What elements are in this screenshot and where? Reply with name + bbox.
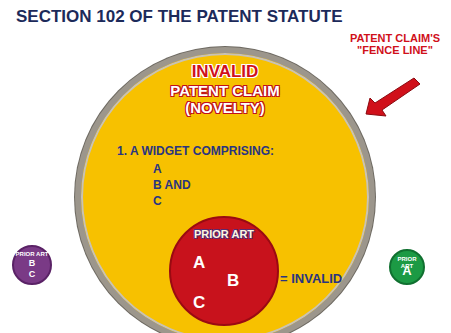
claim-element: C <box>153 195 213 208</box>
prior-art-element: A <box>391 264 423 278</box>
prior-art-heading: PRIOR ART <box>14 251 50 258</box>
claim-heading: PATENT CLAIM (NOVELTY) <box>160 83 290 116</box>
diagram-title: SECTION 102 OF THE PATENT STATUTE <box>16 8 346 27</box>
prior-art-element: C <box>14 270 50 280</box>
prior-art-element: A <box>193 254 213 273</box>
pointer-arrow <box>366 78 420 116</box>
prior-art-circle: PRIOR ARTBC <box>12 245 52 285</box>
prior-art-circle: PRIOR ART ABC <box>169 216 279 326</box>
claim-text: 1. A WIDGET COMPRISING: <box>117 145 317 158</box>
invalid-heading: INVALID <box>131 63 319 82</box>
prior-art-element: B <box>227 272 247 291</box>
fence-line-label: PATENT CLAIM'S "FENCE LINE" <box>343 32 447 56</box>
prior-art-heading: PRIOR ART <box>179 228 269 240</box>
claim-element: B AND <box>153 179 213 192</box>
prior-art-element: C <box>193 294 213 313</box>
invalid-result: = INVALID <box>280 272 370 286</box>
patent-claim-circle: INVALIDPATENT CLAIM (NOVELTY) 1. A WIDGET… <box>75 47 375 333</box>
claim-element: A <box>153 163 213 176</box>
prior-art-element: B <box>14 259 50 269</box>
prior-art-circle: PRIOR ARTA <box>389 249 425 285</box>
